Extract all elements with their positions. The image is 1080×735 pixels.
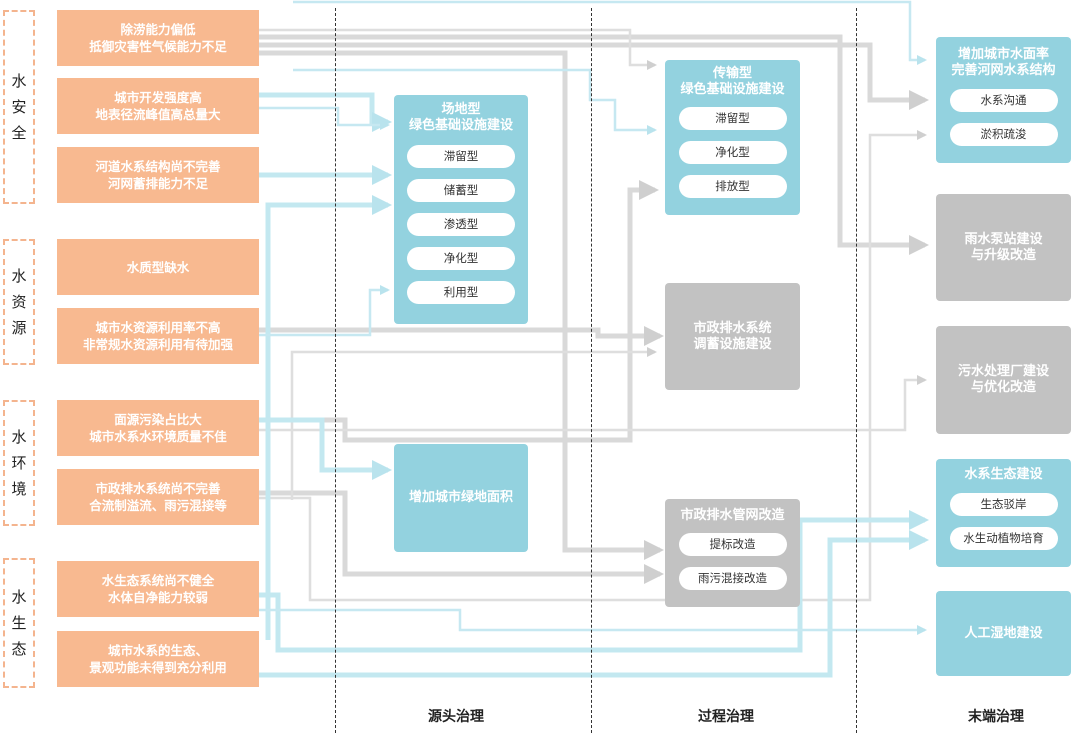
stage-label-source: 源头治理 [428,709,484,725]
category-water-resources: 水 资 源 [3,239,35,365]
problem-box: 面源污染占比大 城市水系水环境质量不佳 [57,400,259,456]
wetland-box: 人工湿地建设 [936,591,1071,676]
stage-divider [591,8,592,733]
water-surface-box: 增加城市水面率 完善河网水系结构 水系沟通 淤积疏浚 [936,37,1071,163]
pill: 排放型 [678,175,787,198]
pill: 生态驳岸 [949,493,1058,516]
pipe-network-title: 市政排水管网改造 [680,508,785,523]
eco-system-title: 水系生态建设 [964,467,1043,482]
pill: 水生动植物培育 [949,527,1058,550]
site-facility-title: 场地型 绿色基础设施建设 [408,102,513,133]
pill: 滞留型 [407,145,515,168]
problem-box: 河道水系结构尚不完善 河网蓄排能力不足 [57,147,259,203]
problem-box: 城市水系的生态、 景观功能未得到充分利用 [57,631,259,687]
problem-box: 除涝能力偏低 抵御灾害性气候能力不足 [57,10,259,66]
transport-facility-box: 传输型 绿色基础设施建设 滞留型 净化型 排放型 [665,60,800,215]
category-water-environment: 水 环 境 [3,400,35,526]
green-area-box: 增加城市绿地面积 [394,444,528,552]
stage-label-process: 过程治理 [698,709,754,725]
water-surface-title: 增加城市水面率 完善河网水系结构 [951,47,1056,78]
pill: 水系沟通 [949,89,1058,112]
stage-label-end: 末端治理 [968,709,1024,725]
pill: 雨污混接改造 [678,567,787,590]
transport-facility-title: 传输型 绿色基础设施建设 [680,66,785,97]
sewage-plant-box: 污水处理厂建设 与优化改造 [936,326,1071,434]
problem-box: 城市水资源利用率不高 非常规水资源利用有待加强 [57,308,259,364]
pill: 净化型 [407,247,515,270]
pump-station-title: 雨水泵站建设 与升级改造 [964,231,1043,263]
problem-box: 市政排水系统尚不完善 合流制溢流、雨污混接等 [57,469,259,525]
stage-divider [856,8,857,733]
pill: 储蓄型 [407,179,515,202]
green-area-title: 增加城市绿地面积 [408,490,513,505]
drainage-storage-box: 市政排水系统 调蓄设施建设 [665,283,800,390]
pipe-network-box: 市政排水管网改造 提标改造 雨污混接改造 [665,499,800,607]
problem-box: 水生态系统尚不健全 水体自净能力较弱 [57,561,259,617]
pump-station-box: 雨水泵站建设 与升级改造 [936,194,1071,301]
sewage-plant-title: 污水处理厂建设 与优化改造 [957,364,1049,395]
problem-box: 水质型缺水 [57,239,259,295]
drainage-storage-title: 市政排水系统 调蓄设施建设 [693,320,772,352]
pill: 提标改造 [678,533,787,556]
eco-system-box: 水系生态建设 生态驳岸 水生动植物培育 [936,459,1071,567]
wetland-title: 人工湿地建设 [964,625,1043,641]
pill: 滞留型 [678,107,787,130]
stage-divider [335,8,336,733]
site-facility-box: 场地型 绿色基础设施建设 滞留型 储蓄型 渗透型 净化型 利用型 [394,95,528,324]
pill: 渗透型 [407,213,515,236]
category-water-safety: 水 安 全 [3,10,35,204]
pill: 净化型 [678,141,787,164]
pill: 利用型 [407,281,515,304]
pill: 淤积疏浚 [949,123,1058,146]
problem-box: 城市开发强度高 地表径流峰值高总量大 [57,78,259,134]
category-water-ecology: 水 生 态 [3,558,35,688]
